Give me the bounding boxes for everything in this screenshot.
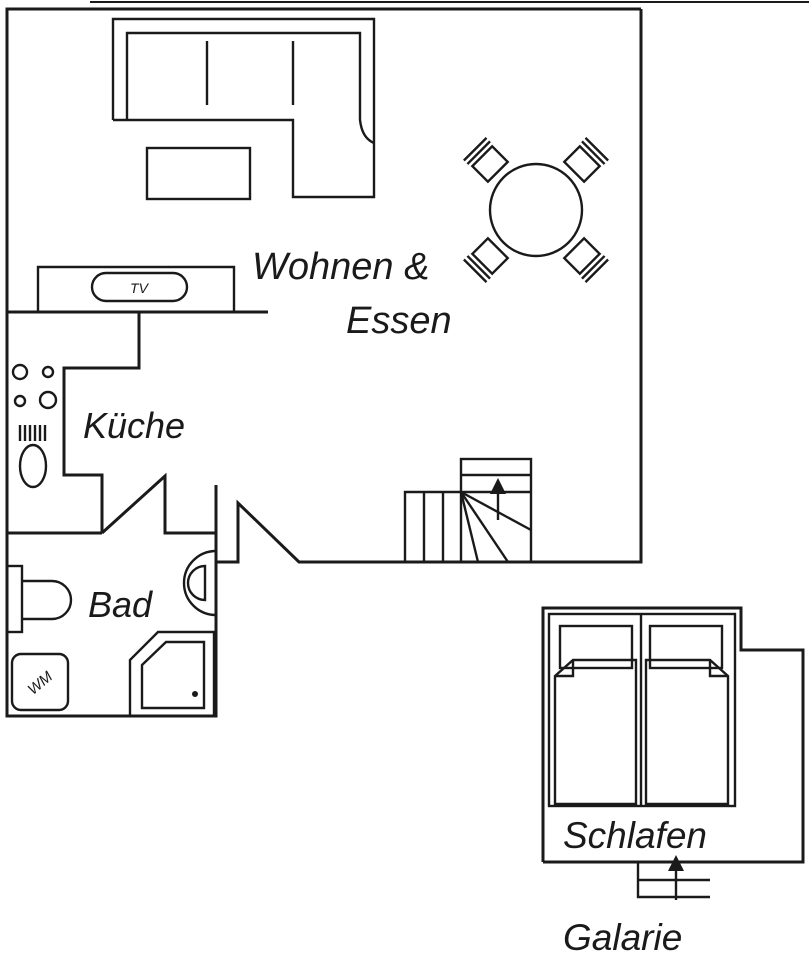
dining-table xyxy=(463,137,609,283)
walls xyxy=(5,7,643,718)
gallery-stairs[interactable] xyxy=(636,855,710,900)
coffee-table xyxy=(145,146,252,201)
shower xyxy=(128,630,216,718)
double-bed xyxy=(547,612,737,808)
room-label-gallery: Galarie xyxy=(563,917,682,958)
tv-cabinet: TV xyxy=(36,265,236,312)
room-label-bath: Bad xyxy=(88,584,153,625)
toilet xyxy=(5,564,73,634)
arrow-up-icon xyxy=(490,478,506,494)
bedroom-walls xyxy=(541,606,805,864)
staircase[interactable] xyxy=(403,457,533,564)
arrow-up-icon xyxy=(668,855,684,871)
wm-label: WM xyxy=(25,668,57,698)
sofa xyxy=(111,17,376,199)
stove xyxy=(11,363,58,410)
washing-machine: WM xyxy=(10,652,70,712)
room-label-living: Wohnen & xyxy=(252,246,429,288)
room-label-dining: Essen xyxy=(346,300,452,342)
room-label-bedroom: Schlafen xyxy=(563,815,707,856)
washbasin xyxy=(182,549,217,617)
tv-label: TV xyxy=(130,280,150,296)
sink-drainer xyxy=(18,425,48,489)
room-label-kitchen: Küche xyxy=(83,405,185,446)
